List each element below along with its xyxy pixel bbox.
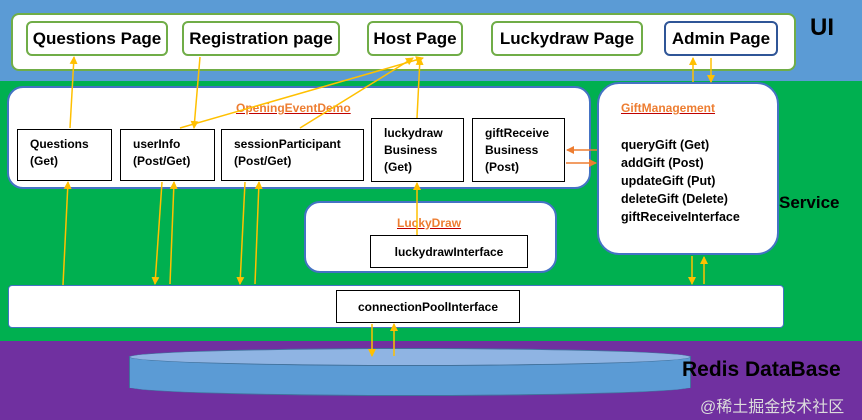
watermark: @稀土掘金技术社区 [700,399,845,416]
gift-management-title: GiftManagement [621,101,716,115]
arrow-registration-to-userinfo [190,56,201,129]
arrow-pool-to-userinfo [169,181,178,285]
gift-api-delete: deleteGift (Delete) [621,192,728,206]
userinfo-module[interactable]: userInfo (Post/Get) [120,129,215,181]
gift-management-group [597,82,779,255]
registration-page-box[interactable]: Registration page [182,21,340,56]
questions-module[interactable]: Questions (Get) [17,129,112,181]
luckydraw-page-box[interactable]: Luckydraw Page [491,21,643,56]
connection-pool-interface-box[interactable]: connectionPoolInterface [336,290,520,323]
arrow-session-to-pool [236,181,246,285]
arrow-userinfo-to-host [179,56,424,129]
module-line: luckydraw [384,126,443,140]
admin-page-box[interactable]: Admin Page [664,21,778,56]
module-line: (Get) [384,160,412,174]
questions-page-box[interactable]: Questions Page [26,21,168,56]
arrow-questions-to-page [69,56,78,129]
gift-api-query: queryGift (Get) [621,138,710,152]
module-line: userInfo [133,137,181,151]
arrow-pool-to-session [254,181,263,285]
giftreceive-business-module[interactable]: giftReceive Business (Post) [472,118,565,182]
opening-event-demo-title: OpeningEventDemo [236,101,351,115]
luckydraw-business-module[interactable]: luckydraw Business (Get) [371,118,464,182]
ui-layer-label: UI [810,14,834,41]
module-line: (Post) [485,160,519,174]
database-layer-label: Redis DataBase [682,358,841,381]
service-layer-label: Service [779,193,840,212]
luckydraw-interface-box[interactable]: luckydrawInterface [370,235,528,268]
session-participant-module[interactable]: sessionParticipant (Post/Get) [221,129,364,181]
lucky-draw-title: LuckyDraw [397,216,462,230]
redis-cylinder-top [129,348,691,366]
module-line: Questions [30,137,89,151]
module-line: Business [384,143,438,157]
module-line: (Post/Get) [234,154,292,168]
module-line: (Get) [30,154,58,168]
arrow-luckydraw-business-to-host [415,57,424,119]
host-page-box[interactable]: Host Page [367,21,463,56]
gift-api-add: addGift (Post) [621,156,704,170]
arrow-pool-to-questions [62,181,72,286]
gift-api-receive-interface: giftReceiveInterface [621,210,740,224]
module-line: sessionParticipant [234,137,341,151]
gift-management-api-list: queryGift (Get) addGift (Post) updateGif… [621,136,740,226]
module-line: giftReceive [485,126,550,140]
gift-api-update: updateGift (Put) [621,174,716,188]
arrow-session-to-host [299,57,414,129]
module-line: Business [485,143,539,157]
arrow-userinfo-to-pool [151,181,163,285]
module-line: (Post/Get) [133,154,191,168]
